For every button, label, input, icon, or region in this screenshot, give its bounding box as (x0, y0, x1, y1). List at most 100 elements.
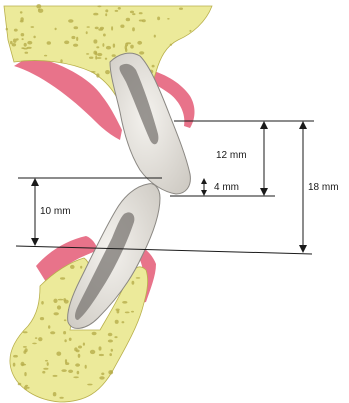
bone-pore (64, 319, 67, 321)
bone-pore (23, 346, 27, 348)
bone-pore (69, 338, 72, 341)
bone-pore (120, 25, 124, 28)
bone-pore (157, 17, 160, 21)
bone-pore (25, 52, 29, 54)
upper-jaw (4, 4, 212, 140)
bone-pore (41, 301, 44, 305)
bone-pore (105, 70, 110, 74)
bone-pore (68, 370, 73, 373)
bone-pore (95, 56, 97, 60)
dimension-10mm-arrow-bottom (31, 238, 39, 246)
bone-pore (99, 354, 104, 356)
bone-pore (12, 43, 16, 46)
bone-pore (21, 362, 25, 366)
bone-pore (77, 371, 80, 375)
bone-pore (13, 39, 17, 43)
bone-pore (89, 57, 93, 59)
bone-pore (105, 13, 107, 16)
bone-pore (139, 20, 143, 22)
bone-pore (115, 10, 119, 12)
bone-pore (45, 360, 48, 362)
bone-pore (20, 11, 23, 13)
bone-pore (24, 386, 28, 390)
bone-pore (122, 301, 127, 304)
bone-pore (99, 346, 102, 350)
bone-pore (21, 33, 25, 36)
bone-pore (64, 339, 66, 342)
bone-pore (108, 340, 113, 343)
bone-pore (38, 9, 40, 11)
bone-pore (74, 26, 79, 29)
bone-pore (115, 320, 119, 324)
bone-pore (113, 44, 115, 48)
bone-pore (13, 363, 16, 367)
bone-pore (33, 36, 35, 39)
dimension-4mm-arrow-top (201, 178, 207, 184)
label-10mm: 10 mm (40, 206, 71, 217)
label-4mm: 4 mm (214, 182, 239, 193)
bone-pore (170, 44, 172, 46)
bone-pore (167, 18, 170, 20)
bone-pore (118, 7, 121, 10)
bone-pore (43, 368, 48, 370)
bone-pore (130, 11, 134, 14)
bone-pore (56, 352, 61, 356)
bone-pore (122, 321, 125, 323)
bone-pore (101, 373, 104, 376)
bone-pore (116, 309, 120, 311)
bone-pore (24, 43, 27, 47)
bone-pore (68, 19, 73, 22)
bone-pore (23, 350, 26, 354)
bone-pore (78, 346, 82, 349)
bone-pore (105, 58, 107, 60)
bone-pore (132, 27, 135, 31)
bone-pore (95, 27, 99, 30)
bone-pore (13, 355, 18, 358)
bone-pore (44, 55, 47, 57)
bone-pore (73, 376, 79, 378)
bone-pore (32, 343, 37, 345)
bone-pore (58, 299, 63, 301)
bone-pore (48, 325, 50, 329)
bone-pore (96, 46, 99, 48)
bone-pore (131, 311, 134, 313)
bone-pore (14, 29, 18, 32)
bone-pore (24, 372, 26, 376)
bone-pore (85, 365, 87, 369)
bone-pore (36, 4, 41, 8)
bone-pore (31, 26, 35, 28)
bone-pore (63, 331, 66, 334)
bone-pore (47, 362, 49, 366)
bone-pore (102, 43, 104, 47)
bone-pore (60, 59, 62, 63)
bone-pore (97, 5, 101, 7)
bone-pore (70, 265, 75, 269)
bone-pore (111, 26, 113, 30)
bone-pore (93, 13, 98, 16)
bone-pore (92, 332, 97, 335)
bone-pore (38, 337, 42, 341)
bone-pore (106, 46, 111, 50)
bone-pore (87, 26, 90, 28)
bone-pore (18, 383, 22, 386)
bone-pore (6, 28, 8, 31)
bone-pore (105, 9, 108, 12)
bone-pore (86, 31, 88, 34)
bone-pore (83, 343, 85, 346)
bone-pore (80, 266, 82, 269)
dimension-4mm-arrow-bottom (201, 190, 207, 196)
bone-pore (137, 41, 142, 45)
bone-pore (73, 44, 78, 47)
bone-pore (27, 41, 32, 45)
bone-pore (64, 41, 69, 45)
bone-pore (97, 53, 102, 56)
label-18mm: 18 mm (308, 182, 339, 193)
bone-pore (139, 12, 143, 14)
bone-pore (93, 51, 97, 55)
bone-pore (139, 51, 144, 54)
bone-pore (125, 312, 130, 314)
bone-pore (189, 30, 191, 32)
bone-pore (10, 41, 13, 44)
bone-pore (47, 41, 51, 45)
